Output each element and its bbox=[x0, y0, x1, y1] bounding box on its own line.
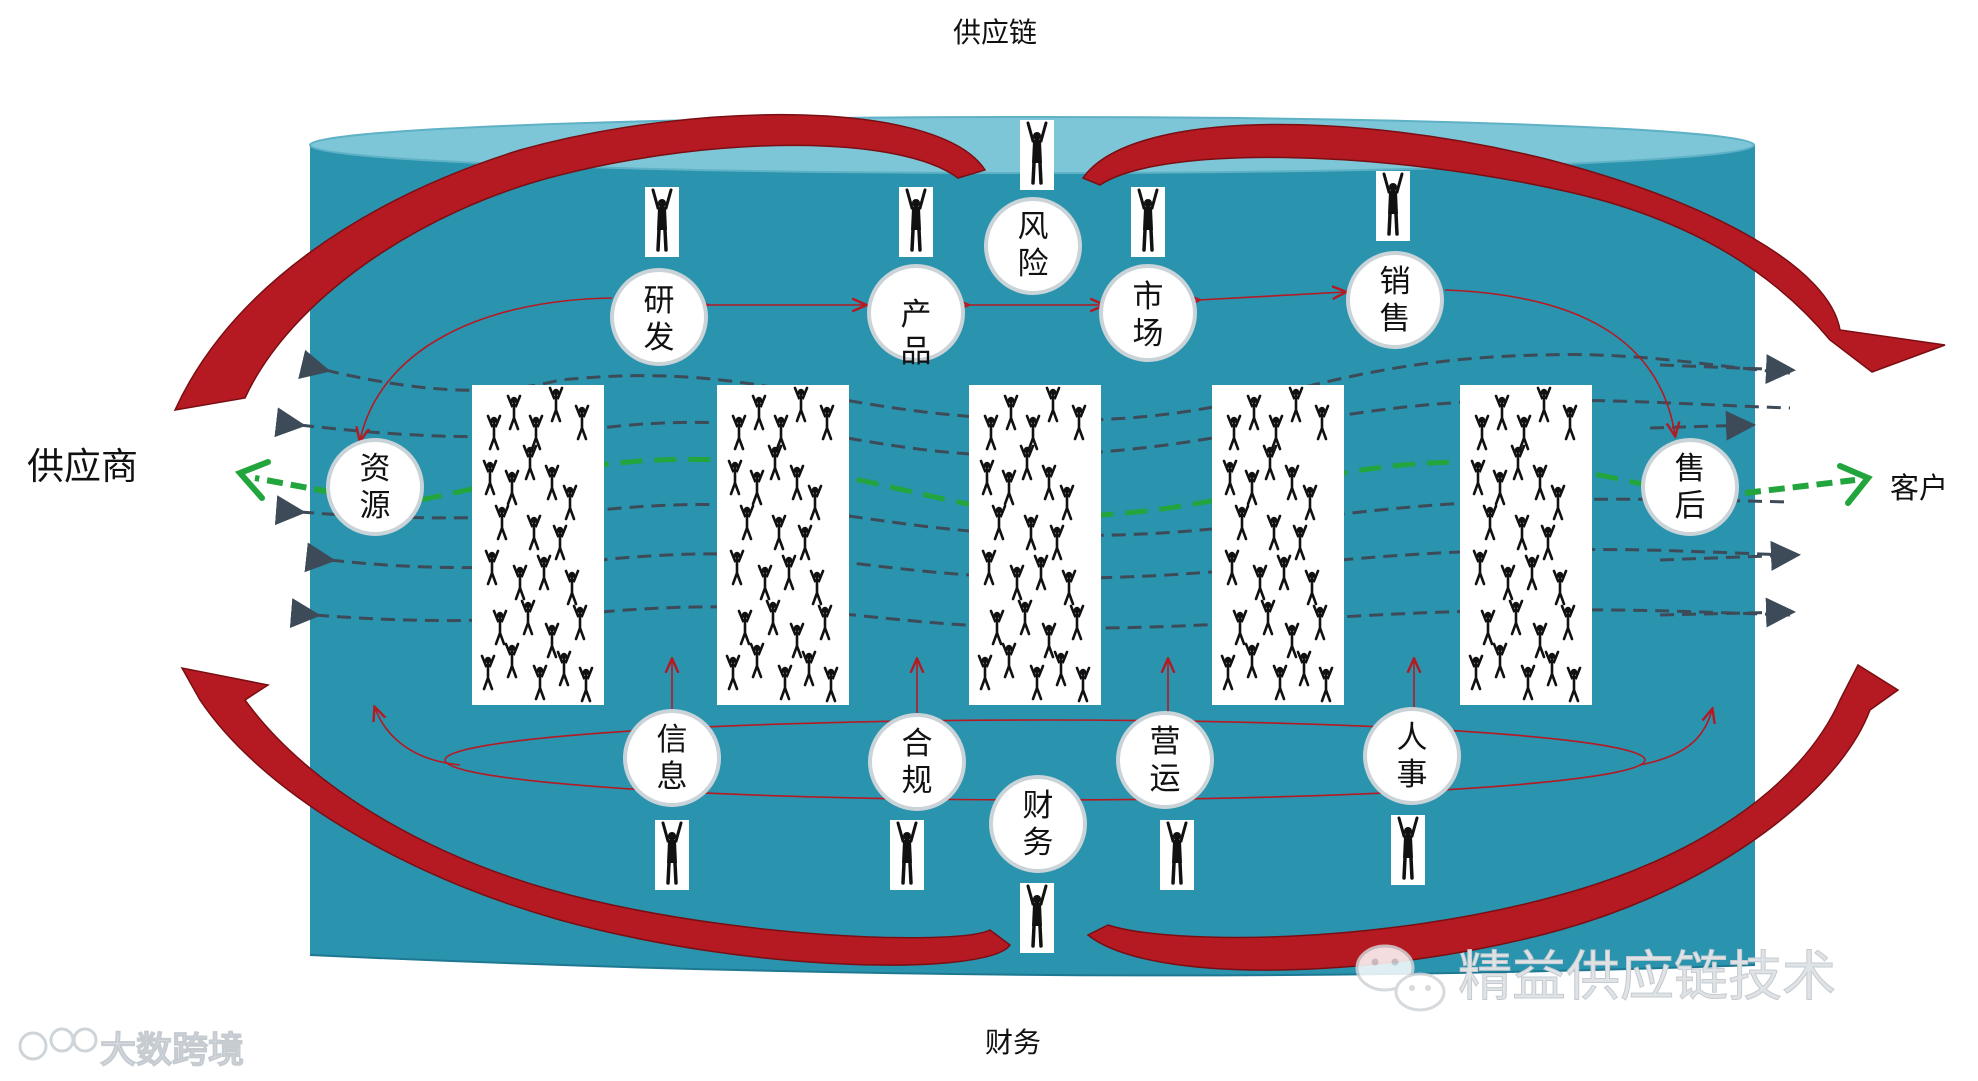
svg-text:人: 人 bbox=[1397, 720, 1428, 756]
svg-text:信: 信 bbox=[657, 722, 688, 758]
svg-text:后: 后 bbox=[1675, 488, 1706, 524]
svg-text:息: 息 bbox=[657, 759, 688, 795]
svg-text:合: 合 bbox=[902, 726, 933, 762]
svg-text:大数跨境: 大数跨境 bbox=[100, 1030, 244, 1071]
svg-text:场: 场 bbox=[1133, 316, 1164, 352]
svg-text:规: 规 bbox=[902, 763, 933, 799]
svg-text:运: 运 bbox=[1150, 761, 1181, 797]
node-compliance: 合 规 bbox=[870, 715, 964, 809]
node-risk: 风 险 bbox=[986, 199, 1080, 293]
team-panel bbox=[1460, 385, 1592, 705]
node-hr: 人 事 bbox=[1365, 709, 1459, 803]
svg-text:市: 市 bbox=[1133, 279, 1164, 315]
svg-text:险: 险 bbox=[1018, 246, 1049, 282]
title-bottom: 财务 bbox=[985, 1026, 1041, 1059]
svg-text:财: 财 bbox=[1023, 788, 1054, 824]
svg-text:精益供应链技术: 精益供应链技术 bbox=[1458, 945, 1836, 1008]
node-operations: 营 运 bbox=[1118, 713, 1212, 807]
svg-text:事: 事 bbox=[1397, 757, 1428, 793]
svg-text:销: 销 bbox=[1380, 264, 1411, 300]
green-arrow-right bbox=[1745, 466, 1868, 503]
supplier-label: 供应商 bbox=[27, 445, 138, 488]
node-info: 信 息 bbox=[625, 711, 719, 805]
node-finance: 财 务 bbox=[991, 777, 1085, 871]
team-panel bbox=[472, 385, 604, 705]
svg-text:研: 研 bbox=[644, 283, 675, 319]
title-top: 供应链 bbox=[953, 16, 1037, 49]
team-panel bbox=[969, 385, 1101, 705]
svg-text:售: 售 bbox=[1675, 451, 1706, 487]
svg-text:务: 务 bbox=[1023, 825, 1054, 861]
svg-text:发: 发 bbox=[644, 320, 675, 356]
team-panel bbox=[717, 385, 849, 705]
svg-text:品: 品 bbox=[901, 334, 932, 370]
svg-text:售: 售 bbox=[1380, 301, 1411, 337]
svg-text:风: 风 bbox=[1018, 209, 1049, 245]
logo-watermark: 大数跨境 bbox=[20, 1029, 244, 1071]
node-after-sales: 售 后 bbox=[1643, 440, 1737, 534]
node-sales: 销 售 bbox=[1348, 253, 1442, 347]
svg-text:营: 营 bbox=[1150, 724, 1181, 760]
node-resources: 资 源 bbox=[328, 440, 422, 534]
node-market: 市 场 bbox=[1101, 266, 1195, 360]
svg-text:资: 资 bbox=[360, 451, 391, 487]
customer-label: 客户 bbox=[1890, 471, 1948, 505]
team-panel bbox=[1212, 385, 1344, 705]
svg-text:源: 源 bbox=[360, 488, 391, 524]
svg-text:产: 产 bbox=[901, 297, 932, 333]
logo-icon bbox=[20, 1029, 96, 1059]
node-rnd: 研 发 bbox=[612, 270, 706, 364]
